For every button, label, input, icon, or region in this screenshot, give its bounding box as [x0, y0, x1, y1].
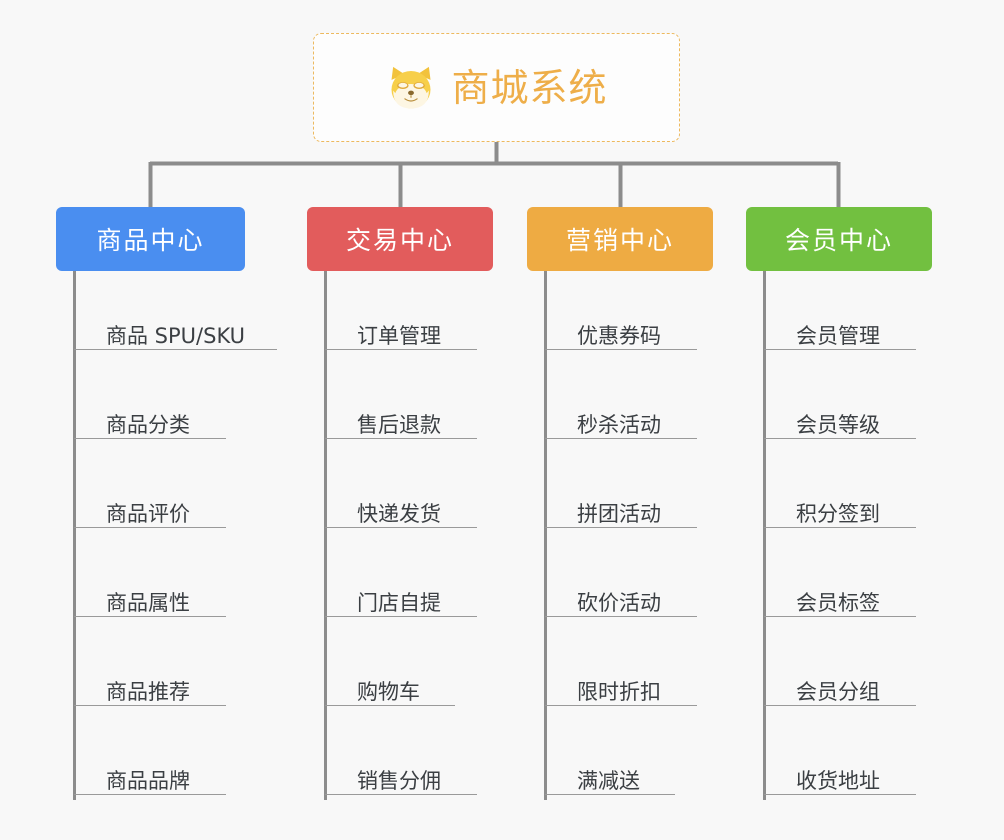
- leaf-label: 会员分组: [796, 680, 880, 704]
- leaf-label: 商品分类: [106, 413, 190, 437]
- leaf-item[interactable]: 商品品牌: [74, 765, 226, 795]
- leaf-item[interactable]: 快递发货: [325, 498, 477, 528]
- dog-face-icon: [391, 66, 431, 108]
- leaf-item[interactable]: 门店自提: [325, 587, 477, 617]
- leaf-label: 快递发货: [357, 502, 441, 526]
- leaf-item[interactable]: 拼团活动: [545, 498, 697, 528]
- leaf-item[interactable]: 售后退款: [325, 409, 477, 439]
- category-box-3[interactable]: 营销中心: [527, 207, 713, 271]
- leaf-item[interactable]: 会员标签: [764, 587, 916, 617]
- leaf-item[interactable]: 限时折扣: [545, 676, 697, 706]
- category-box-2[interactable]: 交易中心: [307, 207, 493, 271]
- leaf-item[interactable]: 商品 SPU/SKU: [74, 320, 277, 350]
- category-box-1[interactable]: 商品中心: [56, 207, 245, 271]
- leaf-item[interactable]: 积分签到: [764, 498, 916, 528]
- leaf-label: 积分签到: [796, 502, 880, 526]
- leaf-item[interactable]: 商品推荐: [74, 676, 226, 706]
- leaf-label: 限时折扣: [577, 680, 661, 704]
- leaf-item[interactable]: 优惠券码: [545, 320, 697, 350]
- category-box-4[interactable]: 会员中心: [746, 207, 932, 271]
- leaf-item[interactable]: 订单管理: [325, 320, 477, 350]
- category-label-3: 营销中心: [565, 226, 674, 255]
- category-label-2: 交易中心: [345, 226, 454, 255]
- leaf-label: 售后退款: [357, 413, 441, 437]
- leaf-item[interactable]: 会员分组: [764, 676, 916, 706]
- leaf-label: 商品 SPU/SKU: [106, 324, 246, 348]
- leaf-item[interactable]: 商品评价: [74, 498, 226, 528]
- leaf-label: 商品评价: [106, 502, 190, 526]
- leaf-item[interactable]: 商品属性: [74, 587, 226, 617]
- leaf-label: 砍价活动: [577, 591, 661, 615]
- root-node-content: 商城系统: [385, 62, 607, 114]
- leaf-label: 满减送: [577, 769, 640, 793]
- leaf-label: 拼团活动: [577, 502, 661, 526]
- leaf-label: 收货地址: [796, 769, 880, 793]
- leaf-item[interactable]: 砍价活动: [545, 587, 697, 617]
- leaf-label: 秒杀活动: [577, 413, 661, 437]
- leaf-item[interactable]: 购物车: [325, 676, 455, 706]
- leaf-label: 会员管理: [796, 324, 880, 348]
- leaf-label: 会员等级: [796, 413, 880, 437]
- root-node-label: 商城系统: [451, 65, 608, 110]
- leaf-label: 会员标签: [796, 591, 880, 615]
- leaf-label: 商品品牌: [106, 769, 190, 793]
- leaf-item[interactable]: 会员管理: [764, 320, 916, 350]
- leaf-item[interactable]: 秒杀活动: [545, 409, 697, 439]
- category-label-1: 商品中心: [96, 226, 205, 255]
- leaf-item[interactable]: 会员等级: [764, 409, 916, 439]
- leaf-label: 购物车: [357, 680, 420, 704]
- leaf-label: 商品属性: [106, 591, 190, 615]
- leaf-label: 订单管理: [357, 324, 441, 348]
- root-node[interactable]: 商城系统: [313, 33, 680, 142]
- leaf-item[interactable]: 收货地址: [764, 765, 916, 795]
- leaf-label: 优惠券码: [577, 324, 661, 348]
- leaf-label: 商品推荐: [106, 680, 190, 704]
- leaf-item[interactable]: 满减送: [545, 765, 675, 795]
- leaf-item[interactable]: 商品分类: [74, 409, 226, 439]
- category-label-4: 会员中心: [784, 226, 893, 255]
- leaf-label: 销售分佣: [357, 769, 441, 793]
- leaf-item[interactable]: 销售分佣: [325, 765, 477, 795]
- leaf-label: 门店自提: [357, 591, 441, 615]
